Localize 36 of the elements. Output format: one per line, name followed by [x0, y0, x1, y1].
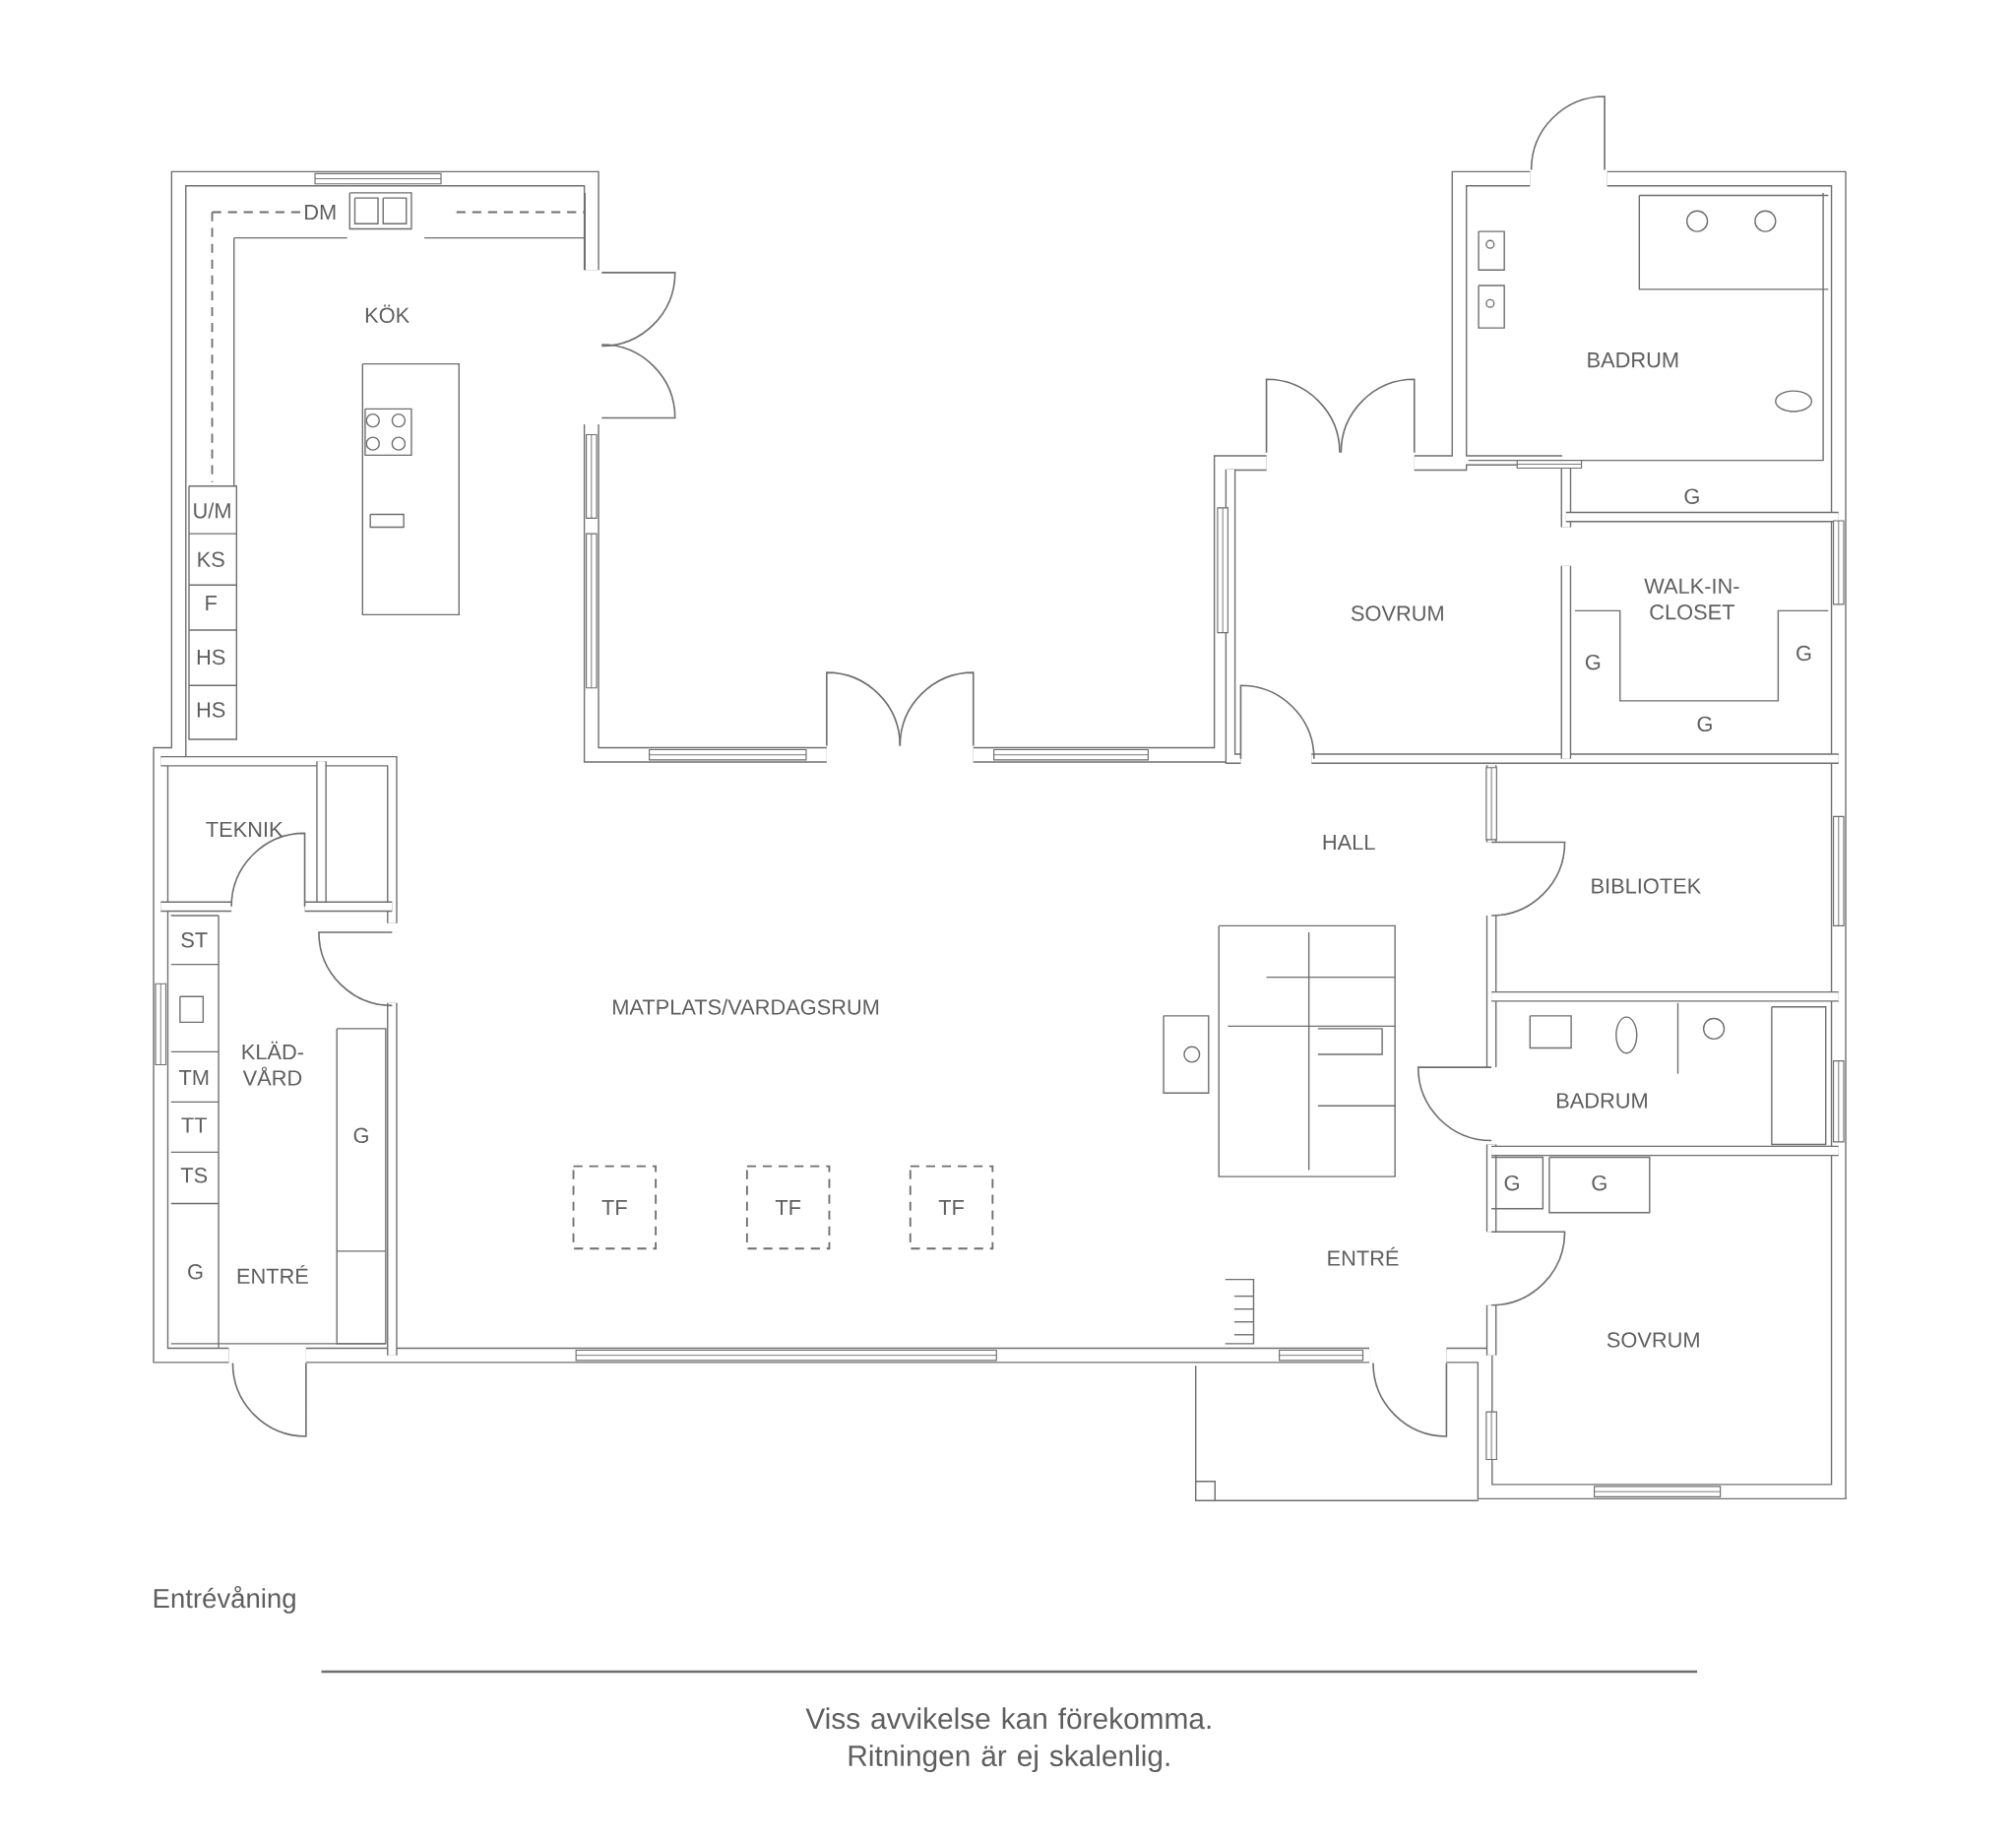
room-label: TF — [601, 1199, 627, 1215]
room-label: WALK-IN-CLOSET — [1644, 578, 1739, 620]
room-label: TM — [179, 1070, 209, 1086]
room-label: G — [1504, 1174, 1519, 1191]
room-label: G — [1585, 654, 1601, 670]
room-label: BADRUM — [1557, 1093, 1647, 1109]
room-label: G — [1592, 1174, 1606, 1191]
room-label: HS — [197, 702, 225, 718]
room-label: G — [188, 1264, 203, 1280]
room-label: SOVRUM — [1351, 605, 1443, 621]
room-label: G — [1684, 488, 1699, 504]
room-label: G — [353, 1127, 368, 1144]
room-label: ENTRÉ — [1328, 1246, 1399, 1266]
room-label: TEKNIK — [206, 821, 284, 837]
room-label: TT — [181, 1117, 208, 1133]
room-label: TS — [180, 1168, 208, 1183]
room-label: ST — [181, 932, 208, 948]
room-label: KÖK — [365, 304, 410, 323]
room-label: KLÄD-VÅRD — [242, 1041, 304, 1086]
room-label: F — [206, 596, 217, 611]
room-label: DM — [305, 205, 336, 220]
room-label: BADRUM — [1588, 352, 1678, 368]
room-label: BIBLIOTEK — [1592, 878, 1701, 894]
room-label: HS — [197, 649, 225, 666]
room-label: G — [1697, 716, 1712, 732]
room-label: TF — [775, 1199, 801, 1215]
room-label: KS — [198, 551, 224, 567]
room-label: U/M — [194, 502, 230, 519]
room-label: HALL — [1323, 835, 1375, 850]
room-label: SOVRUM — [1606, 1332, 1699, 1348]
room-label: TF — [938, 1199, 964, 1215]
room-label: MATPLATS/VARDAGSRUM — [613, 998, 879, 1015]
room-label: ENTRÉ — [237, 1264, 308, 1284]
plan-title: Entrévåning — [154, 1585, 295, 1614]
room-label: G — [1796, 645, 1811, 662]
disclaimer-note: Viss avvikelse kan förekomma. Ritningen är ej skalenlig. — [805, 1707, 1211, 1773]
